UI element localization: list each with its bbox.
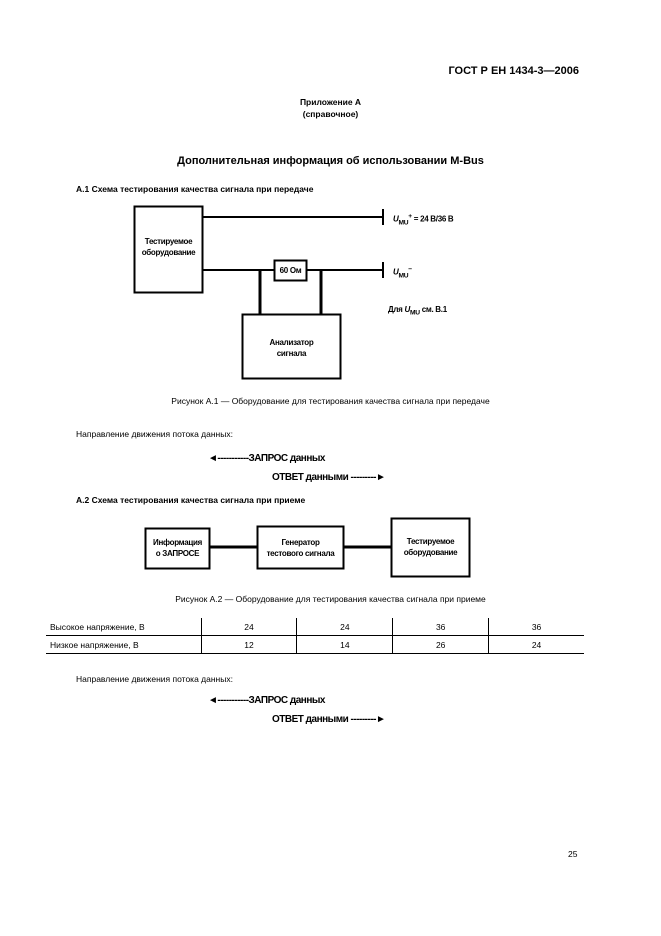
page-number: 25 xyxy=(568,849,578,859)
answer-text-2: ОТВЕТ данными xyxy=(272,714,349,725)
tested-line-1: Тестируемое xyxy=(406,537,455,546)
u-sub: MU xyxy=(409,309,420,317)
generator-line-2: тестового сигнала xyxy=(266,549,335,558)
tested-box-label: Тестируемое оборудование xyxy=(391,536,470,558)
a1-heading: А.1 Схема тестирования качества сигнала … xyxy=(76,184,314,194)
request-text-1: ЗАПРОС данных xyxy=(248,453,326,464)
resistor-label: 60 Ом xyxy=(279,266,302,275)
direction-label-2: Направление движения потока данных: xyxy=(76,674,233,684)
info-line-2: о ЗАПРОСЕ xyxy=(155,549,200,558)
u-minus-sign: − xyxy=(408,266,412,273)
answer-arrow-2: ---------► xyxy=(348,714,386,725)
analyzer-line-1: Анализатор xyxy=(269,338,314,347)
equipment-line-1: Тестируемое xyxy=(144,237,193,246)
u-note: Для UMU см. В.1 xyxy=(388,304,447,319)
row-label: Низкое напряжение, В xyxy=(46,635,202,654)
note-prefix: Для xyxy=(388,305,403,314)
answer-text-1: ОТВЕТ данными xyxy=(272,472,349,483)
analyzer-line-2: сигнала xyxy=(276,349,307,358)
u-minus-label: UMU− xyxy=(393,264,412,281)
request-arrow-2: ◄----------- xyxy=(208,695,249,706)
equipment-line-2: оборудование xyxy=(141,248,196,257)
table-cell: 36 xyxy=(488,618,584,636)
u-sub: MU xyxy=(398,272,409,280)
figure-a1-caption: Рисунок А.1 — Оборудование для тестирова… xyxy=(171,396,490,406)
u-sub: MU xyxy=(398,219,409,227)
table-cell: 24 xyxy=(296,618,393,636)
figure-a2-caption: Рисунок А.2 — Оборудование для тестирова… xyxy=(175,594,486,604)
appendix-subtitle: (справочное) xyxy=(302,109,359,119)
u-plus-value: = 24 В/36 В xyxy=(413,214,454,224)
table-row: Высокое напряжение, В 24 24 36 36 xyxy=(46,618,584,636)
direction-label-1: Направление движения потока данных: xyxy=(76,429,233,439)
standard-header: ГОСТ Р ЕН 1434-3—2006 xyxy=(448,65,579,77)
appendix-title: Приложение А xyxy=(299,97,362,107)
section-title: Дополнительная информация об использован… xyxy=(177,155,484,167)
table-cell: 24 xyxy=(200,618,297,636)
note-suffix: см. В.1 xyxy=(421,305,447,314)
request-arrow-1: ◄----------- xyxy=(208,453,249,464)
u-symbol: U xyxy=(404,305,411,314)
table-cell: 14 xyxy=(296,635,393,654)
voltage-table: Высокое напряжение, В 24 24 36 36 Низкое… xyxy=(46,618,584,654)
equipment-box-label: Тестируемое оборудование xyxy=(134,236,203,258)
answer-arrow-1: ---------► xyxy=(348,472,386,483)
answer-flow-1: ОТВЕТ данными ---------► xyxy=(272,472,386,483)
u-symbol: U xyxy=(393,214,399,224)
table-cell: 36 xyxy=(392,618,489,636)
table-cell: 12 xyxy=(200,635,297,654)
row-label: Высокое напряжение, В xyxy=(46,618,202,636)
generator-box-label: Генератор тестового сигнала xyxy=(257,537,344,559)
analyzer-box-label: Анализатор сигнала xyxy=(242,337,341,359)
request-flow-2: ◄-----------ЗАПРОС данных xyxy=(208,695,325,706)
table-cell: 24 xyxy=(488,635,584,654)
table-row: Низкое напряжение, В 12 14 26 24 xyxy=(46,635,584,654)
answer-flow-2: ОТВЕТ данными ---------► xyxy=(272,714,386,725)
info-line-1: Информация xyxy=(153,538,202,547)
u-plus-label: UMU+ = 24 В/36 В xyxy=(393,211,454,228)
a2-heading: А.2 Схема тестирования качества сигнала … xyxy=(76,495,306,505)
tested-line-2: оборудование xyxy=(403,548,458,557)
table-cell: 26 xyxy=(392,635,489,654)
info-box-label: Информация о ЗАПРОСЕ xyxy=(145,537,210,559)
u-symbol: U xyxy=(393,267,399,277)
request-text-2: ЗАПРОС данных xyxy=(248,695,326,706)
request-flow-1: ◄-----------ЗАПРОС данных xyxy=(208,453,325,464)
u-plus-sign: + xyxy=(408,213,412,220)
generator-line-1: Генератор xyxy=(281,538,320,547)
